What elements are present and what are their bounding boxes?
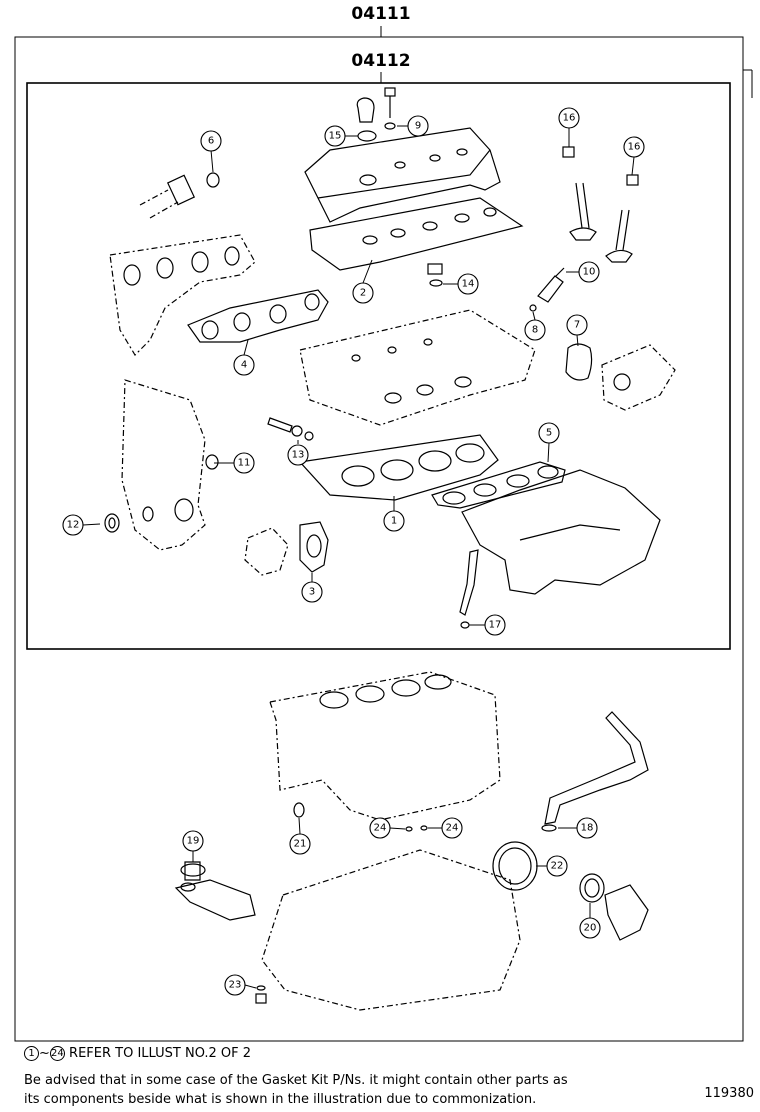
intake-manifold-drawing [461, 469, 661, 595]
callout-4: 4 [233, 354, 255, 376]
callout-8: 8 [524, 319, 546, 341]
svg-text:6: 6 [208, 136, 214, 147]
svg-text:3: 3 [309, 587, 315, 598]
leader-lines [82, 125, 635, 989]
water-pump-drawing [244, 521, 329, 576]
o-ring-drawing [293, 802, 305, 818]
callout-2: 2 [352, 282, 374, 304]
svg-text:16: 16 [628, 142, 641, 153]
svg-text:4: 4 [241, 360, 247, 371]
cylinder-head-gasket-drawing [298, 434, 499, 501]
svg-text:8: 8 [532, 325, 538, 336]
head-cover-gasket-drawing [309, 197, 524, 271]
advice-line-2: its components beside what is shown in t… [24, 1092, 537, 1107]
oil-strainer-drawing [459, 549, 479, 629]
inner-kit-frame [26, 82, 731, 650]
refer-text: REFER TO ILLUST NO.2 OF 2 [69, 1046, 252, 1061]
svg-text:19: 19 [187, 836, 200, 847]
outer-kit-number: 04111 [351, 4, 410, 24]
svg-text:7: 7 [574, 320, 580, 331]
illustration-number: 119380 [704, 1086, 754, 1101]
callout-11: 11 [233, 452, 255, 474]
timing-cover-drawing [104, 379, 219, 551]
callout-1: 1 [383, 510, 405, 532]
callout-23: 23 [224, 974, 246, 996]
svg-text:10: 10 [583, 267, 596, 278]
exhaust-manifold-drawing [109, 172, 256, 356]
svg-text:2: 2 [360, 288, 366, 299]
callout-7: 7 [566, 314, 588, 336]
callout-22: 22 [546, 855, 568, 877]
drain-plug-drawing [255, 985, 267, 1004]
callout-5: 5 [538, 422, 560, 444]
callout-14: 14 [457, 273, 479, 295]
callout-9: 9 [407, 115, 429, 137]
refer-note: 1~24 REFER TO ILLUST NO.2 OF 2 [24, 1046, 251, 1061]
svg-text:11: 11 [238, 458, 251, 469]
callout-19: 19 [182, 830, 204, 852]
svg-text:1: 1 [391, 516, 397, 527]
callout-3: 3 [301, 581, 323, 603]
intake-manifold-gasket-drawing [431, 461, 566, 509]
oil-cooler-drawing [174, 861, 256, 921]
callout-13: 13 [287, 444, 309, 466]
callout-17: 17 [484, 614, 506, 636]
callout-24b: 24 [441, 817, 463, 839]
svg-text:15: 15 [329, 131, 342, 142]
callout-12: 12 [62, 514, 84, 536]
exhaust-manifold-gasket-drawing [187, 289, 329, 343]
callout-15: 15 [324, 125, 346, 147]
cover-bolt-drawing [357, 87, 396, 142]
svg-text:22: 22 [551, 861, 564, 872]
callout-18: 18 [576, 817, 598, 839]
valves-drawing [562, 146, 639, 263]
range-end-callout: 24 [49, 1046, 65, 1061]
svg-text:21: 21 [294, 839, 307, 850]
svg-text:12: 12 [67, 520, 80, 531]
callout-16a: 16 [558, 107, 580, 129]
callout-10: 10 [578, 261, 600, 283]
water-outlet-drawing [565, 343, 676, 411]
inner-kit-number: 04112 [351, 51, 410, 71]
dipstick-guide-drawing [541, 711, 649, 832]
small-o-rings-drawing [405, 825, 428, 832]
callout-24a: 24 [369, 817, 391, 839]
svg-text:14: 14 [462, 279, 475, 290]
cylinder-head-cover-drawing [304, 97, 501, 223]
svg-text:5: 5 [546, 428, 552, 439]
advice-line-1: Be advised that in some case of the Gask… [24, 1073, 568, 1088]
svg-text:23: 23 [229, 980, 242, 991]
svg-text:20: 20 [584, 923, 597, 934]
range-separator: ~ [39, 1046, 50, 1061]
cylinder-head-drawing [299, 309, 536, 426]
callout-21: 21 [289, 833, 311, 855]
svg-text:24: 24 [374, 823, 387, 834]
oil-pan-drawing [261, 849, 521, 1011]
svg-text:9: 9 [415, 121, 421, 132]
injector-drawing [427, 263, 565, 312]
callout-16b: 16 [623, 136, 645, 158]
svg-text:17: 17 [489, 620, 502, 631]
plug-seal-drawing [267, 417, 314, 441]
svg-text:16: 16 [563, 113, 576, 124]
svg-text:24: 24 [446, 823, 459, 834]
callout-6: 6 [200, 130, 222, 152]
svg-text:13: 13 [292, 450, 305, 461]
rear-oil-seal-drawing [492, 841, 538, 891]
range-start-callout: 1 [24, 1046, 39, 1061]
svg-text:18: 18 [581, 823, 594, 834]
callout-20: 20 [579, 917, 601, 939]
cylinder-block-drawing [269, 671, 501, 821]
outer-kit-frame [14, 36, 744, 1042]
front-oil-seal-drawing [579, 873, 649, 941]
